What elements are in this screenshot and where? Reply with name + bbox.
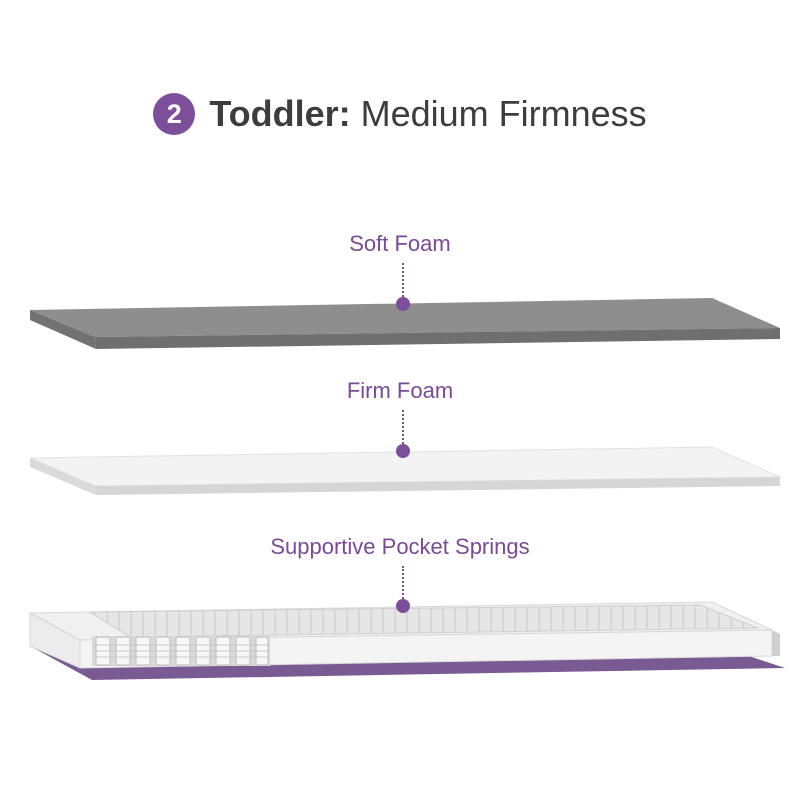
- soft-foam-marker-dot: [396, 297, 410, 311]
- step-number-badge: 2: [153, 93, 196, 135]
- soft-foam-layer: [30, 298, 780, 349]
- firm-foam-leader-line: [402, 410, 404, 444]
- pocket-springs-leader-line: [402, 566, 404, 599]
- soft-foam-leader-line: [402, 263, 404, 297]
- firm-foam-layer: [29, 446, 781, 495]
- pocket-springs-layer: [28, 601, 785, 680]
- soft-foam-label: Soft Foam: [349, 231, 451, 256]
- firm-foam-label: Firm Foam: [346, 378, 454, 403]
- pocket-springs-label: Supportive Pocket Springs: [270, 534, 530, 559]
- title-rest-text: Medium Firmness: [350, 93, 647, 134]
- diagram-header: 2 Toddler: Medium Firmness: [0, 88, 800, 140]
- diagram-title: Toddler: Medium Firmness: [209, 93, 646, 135]
- pocket-springs-marker-dot: [396, 599, 410, 613]
- title-bold-text: Toddler:: [209, 93, 351, 134]
- firm-foam-marker-dot: [396, 444, 410, 458]
